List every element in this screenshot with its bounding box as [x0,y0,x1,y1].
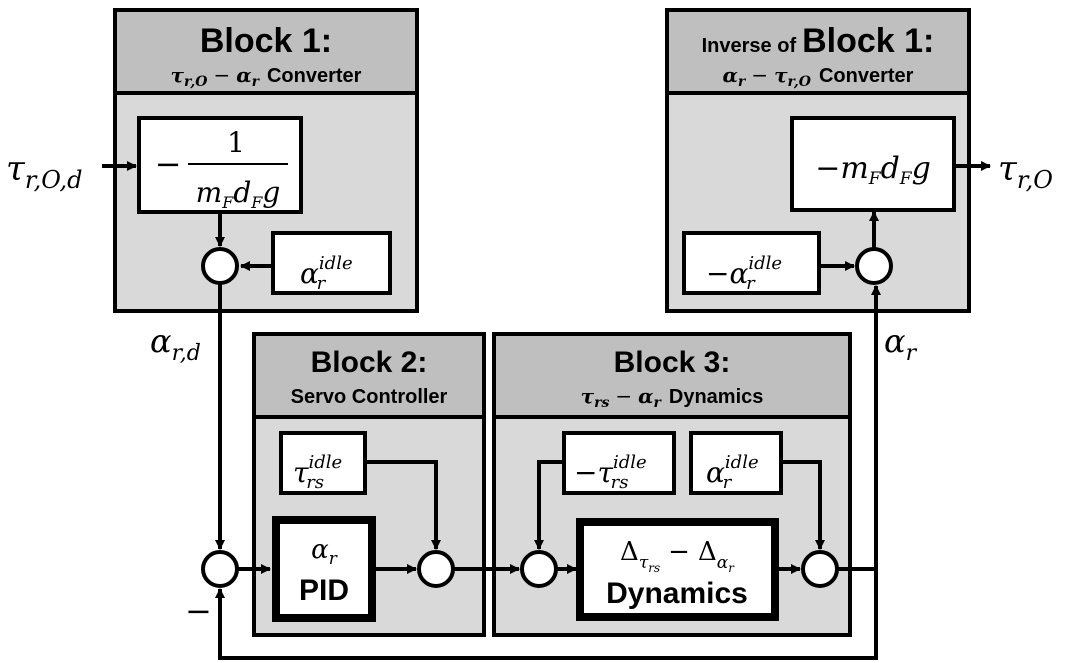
block1-gain-numerator: 1 [227,126,245,159]
wire-feedback [215,569,878,660]
block3-input-sum-junction [520,550,558,588]
block3-title: Block 3: [614,346,731,379]
block1-sum-junction [201,247,239,285]
feedback-sign: − [185,592,212,630]
block1-gain-minus: − [155,145,182,183]
pid-label: PID [299,574,349,607]
wire-idle3a-to-sum3 [534,460,564,550]
alpha-r-label: αr [884,322,918,366]
inverse-block1-gain-label: −mFdFg [815,151,931,189]
wire-idle2-to-sum2 [365,460,441,550]
dynamics-expression: Δτrs−Δαr [620,537,735,575]
block2-header [252,332,486,419]
alpha-rd-label: αr,d [150,322,201,366]
inverse-block1-sum-junction [855,247,893,285]
block2-subtitle: Servo Controller [291,386,448,408]
pid-symbol: αr [311,535,338,569]
block3-output-sum-junction [801,550,839,588]
signal-wires [102,161,991,660]
error-sum-junction [201,550,239,588]
wire-idle3b-to-sum4 [781,460,825,550]
dynamics-box [576,518,779,621]
dynamics-label: Dynamics [606,577,748,610]
block1-gain-denominator: mFdFg [196,176,281,212]
block2-sum-junction [417,550,455,588]
block2-title: Block 2: [311,346,428,379]
block1-header [113,8,419,95]
inverse-block1-gain-box [790,116,956,212]
block3-idle1-box [562,431,676,495]
block1-title: Block 1: [200,22,332,60]
inverse-block1-header [665,8,971,95]
block3-header [492,332,852,419]
block1-idle-box [271,231,392,295]
inverse-block1-idle-box [682,231,821,295]
output-signal-label: τr,O [998,149,1053,194]
input-signal-label: τr,O,d [6,149,83,194]
